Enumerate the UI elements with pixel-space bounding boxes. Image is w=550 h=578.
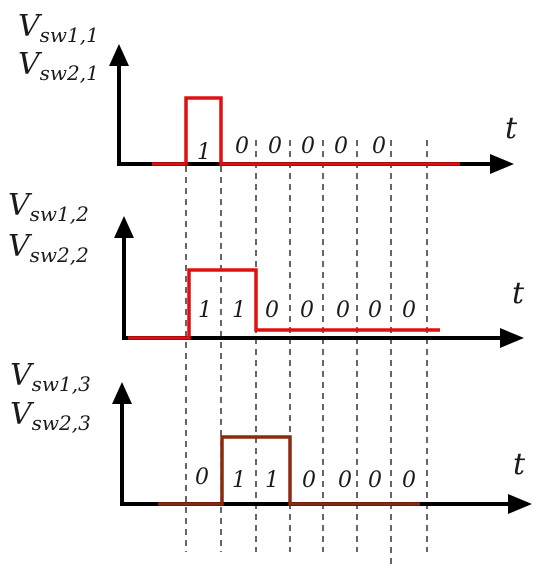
panel-3-t-label: t — [513, 447, 526, 482]
panel-1: Vsw1,1 Vsw2,1 t 1 0 0 0 0 0 — [18, 9, 518, 174]
panel-2-bit-6: 0 — [368, 298, 382, 323]
panel-1-ylabel-2: Vsw2,1 — [18, 47, 99, 85]
panel-2-bit-1: 1 — [198, 298, 212, 323]
panel-1-pulse — [152, 96, 460, 166]
panel-2-t-label: t — [512, 276, 525, 311]
panel-1-bit-3: 0 — [268, 134, 282, 159]
panel-3-bit-3: 1 — [265, 468, 279, 493]
panel-1-bit-2: 0 — [235, 134, 249, 159]
panel-3: Vsw1,3 Vsw2,3 t 0 1 1 0 0 0 0 — [10, 358, 532, 514]
panel-3-pulse — [158, 435, 420, 506]
panel-3-bit-2: 1 — [232, 468, 246, 493]
panel-2-bit-2: 1 — [232, 298, 246, 323]
panel-3-y-arrow — [112, 382, 132, 404]
panel-3-bit-1: 0 — [195, 465, 209, 490]
panel-1-bit-6: 0 — [372, 134, 386, 159]
panel-2-x-arrow — [500, 328, 524, 348]
panel-1-y-arrow — [109, 44, 129, 66]
panel-2-ylabel-1: Vsw1,2 — [8, 188, 89, 226]
panel-1-t-label: t — [505, 111, 518, 146]
panel-3-ylabel-1: Vsw1,3 — [10, 358, 91, 396]
panel-2-y-arrow — [114, 216, 134, 238]
panel-2-pulse — [128, 268, 440, 340]
panel-1-bit-1: 1 — [197, 140, 211, 165]
panel-1-x-arrow — [490, 154, 514, 174]
panel-2-ylabel-2: Vsw2,2 — [8, 229, 89, 267]
panel-3-bit-6: 0 — [368, 468, 382, 493]
panel-3-ylabel-2: Vsw2,3 — [10, 397, 91, 435]
panel-3-bit-7: 0 — [402, 468, 416, 493]
panel-2-bit-4: 0 — [300, 298, 314, 323]
panel-2-bit-3: 0 — [265, 298, 279, 323]
panel-2-bit-7: 0 — [402, 298, 416, 323]
panel-1-ylabel-1: Vsw1,1 — [18, 9, 99, 47]
panel-3-bit-4: 0 — [302, 468, 316, 493]
panel-1-bit-4: 0 — [301, 134, 315, 159]
panel-3-x-arrow — [508, 494, 532, 514]
panel-1-bit-5: 0 — [334, 134, 348, 159]
panel-2-bit-5: 0 — [336, 298, 350, 323]
panel-2: Vsw1,2 Vsw2,2 t 1 1 0 0 0 0 0 — [8, 188, 525, 348]
panel-3-bit-5: 0 — [338, 468, 352, 493]
